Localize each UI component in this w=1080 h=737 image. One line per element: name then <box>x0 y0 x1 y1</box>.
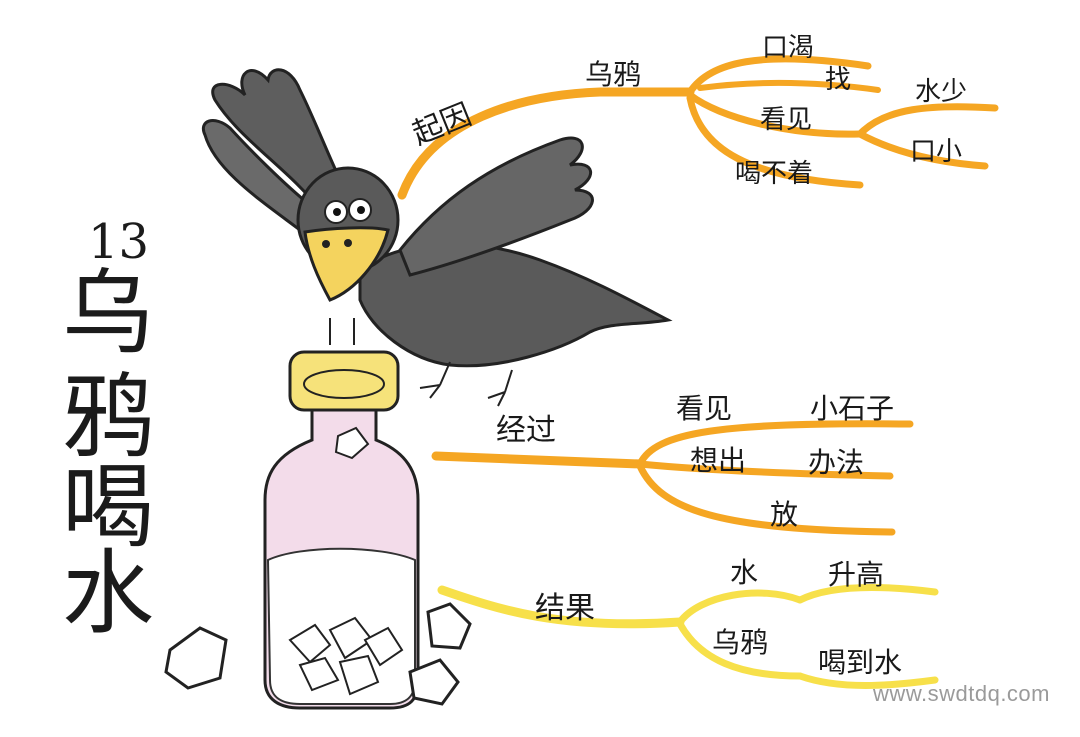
process-leaf-banfa: 办法 <box>808 446 864 479</box>
bottle-illustration <box>263 350 420 710</box>
process-leaf-xiaoshizi: 小石子 <box>810 392 894 425</box>
crow-right-wing <box>398 136 594 277</box>
result-line-shenggao <box>796 583 939 604</box>
title-char-wu: 乌 <box>62 260 155 367</box>
title-char-shui: 水 <box>62 540 155 647</box>
process-sub-xiangchu: 想出 <box>690 444 746 477</box>
process-sub-kanjian: 看见 <box>676 392 732 425</box>
stones-in-bottle <box>288 616 404 696</box>
bottle-cap-ring <box>303 369 385 399</box>
title-char-ya: 鸦 <box>62 364 155 471</box>
crow-pupil-left <box>333 208 341 216</box>
crow-nostril-right <box>344 239 352 247</box>
start-sub-kouke: 口渴 <box>762 33 814 63</box>
start-sub-hebuzhao: 喝不着 <box>735 159 813 189</box>
start-line-kanjian <box>686 91 864 138</box>
start-line-shuishao <box>856 103 999 138</box>
result-sub-shui: 水 <box>730 556 758 589</box>
result-sub-wuya: 乌鸦 <box>712 626 768 659</box>
result-main-line <box>437 585 685 629</box>
result-leaf-hedaoshui: 喝到水 <box>818 646 902 679</box>
water-drops <box>329 318 355 345</box>
stone-on-neck <box>334 426 370 460</box>
result-label: 结果 <box>535 591 595 626</box>
process-label: 经过 <box>496 413 556 448</box>
start-line-hebuzhao <box>686 94 864 189</box>
process-line-kanjian <box>636 420 914 468</box>
process-branch-lines <box>431 420 914 536</box>
result-line-shui <box>676 589 804 626</box>
process-line-xiangchu <box>636 460 894 480</box>
crow-left-wing-back <box>201 119 312 233</box>
process-sub-fang: 放 <box>770 498 798 531</box>
result-line-hedaoshui <box>796 672 939 689</box>
start-node-wuya: 乌鸦 <box>585 58 641 91</box>
crow-illustration <box>201 68 673 407</box>
start-line-kouke <box>686 55 872 96</box>
bottle-cap <box>288 350 400 412</box>
crow-left-wing <box>211 68 347 213</box>
crow-pupil-right <box>357 206 365 214</box>
start-sub-kanjian: 看见 <box>760 105 812 135</box>
process-line-fang <box>636 462 896 536</box>
start-line-zhao <box>697 79 881 93</box>
start-branch-labels: 起因 乌鸦 口渴 找 看见 喝不着 水少 口小 <box>408 33 967 189</box>
start-leaf-kouxiao: 口小 <box>910 137 962 167</box>
ground-stones <box>164 602 472 706</box>
result-branch-labels: 结果 水 乌鸦 升高 喝到水 <box>535 556 902 679</box>
title-char-he: 喝 <box>62 454 155 561</box>
start-leaf-shuishao: 水少 <box>915 77 967 107</box>
start-main-line <box>397 87 695 200</box>
watermark: www.swdtdq.com <box>873 681 1050 706</box>
crow-nostril-left <box>322 240 330 248</box>
crow-feet <box>419 361 513 407</box>
stone-right-bottom <box>408 658 460 706</box>
result-leaf-shenggao: 升高 <box>828 558 884 591</box>
start-sub-zhao: 找 <box>825 65 851 95</box>
result-branch-lines <box>437 583 939 689</box>
stone-right-top <box>426 602 472 650</box>
start-branch-lines <box>397 55 999 200</box>
title-number: 13 <box>88 214 150 270</box>
process-branch-labels: 经过 看见 想出 放 小石子 办法 <box>496 392 894 531</box>
start-line-kouxiao <box>856 130 989 170</box>
stone-left <box>164 626 228 690</box>
result-line-wuya <box>676 620 804 680</box>
process-main-line <box>431 451 645 469</box>
